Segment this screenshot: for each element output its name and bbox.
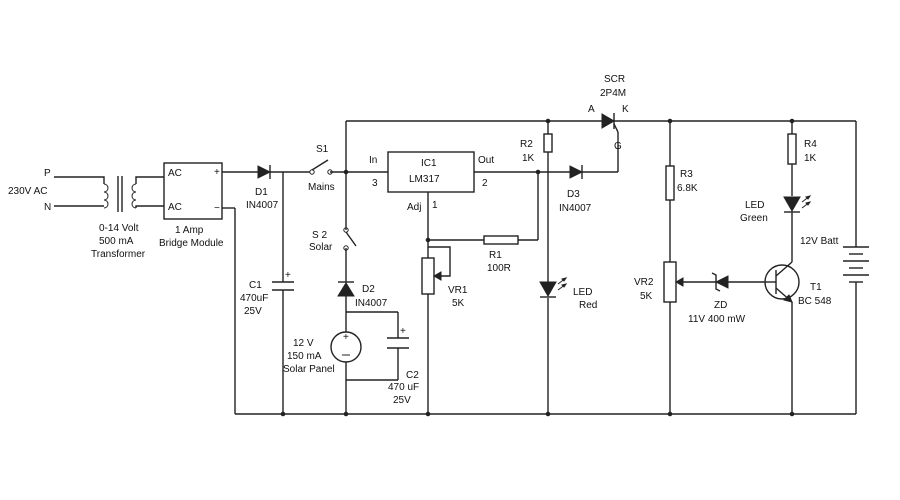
capacitor-c1: + C1 470uF 25V — [240, 270, 294, 317]
potentiometer-vr2: VR2 5K — [634, 261, 684, 303]
vr1-ref: VR1 — [448, 285, 468, 296]
t1-part: BC 548 — [798, 296, 832, 307]
potentiometer-vr1: VR1 5K — [421, 257, 468, 309]
scr-anode: A — [588, 104, 595, 115]
c1-voltage: 25V — [244, 306, 262, 317]
led-red: LED Red — [539, 277, 597, 311]
ic1-part: LM317 — [409, 174, 440, 185]
c1-plus-sign: + — [285, 270, 291, 281]
s2-label: Solar — [309, 242, 333, 253]
vr1-value: 5K — [452, 298, 465, 309]
bridge-ac-2: AC — [168, 202, 182, 213]
r2-value: 1K — [522, 153, 535, 164]
zd-rating: 11V 400 mW — [688, 314, 746, 325]
r4-value: 1K — [804, 153, 817, 164]
ic1-pin-in: In — [369, 155, 377, 166]
bridge-module: AC AC + − 1 Amp Bridge Module — [159, 162, 224, 249]
bridge-rating: 1 Amp — [175, 225, 204, 236]
r2-ref: R2 — [520, 139, 533, 150]
solar-name: Solar Panel — [283, 364, 335, 375]
scr-thyristor: SCR 2P4M A K G — [588, 74, 629, 152]
c2-plus-sign: + — [400, 326, 406, 337]
ic1-pin-2: 2 — [482, 178, 488, 189]
regulator-ic1: IC1 LM317 In Out Adj 3 2 1 — [369, 151, 494, 213]
transistor-t1: T1 BC 548 — [764, 261, 832, 307]
led-green-color: Green — [740, 213, 768, 224]
c2-ref: C2 — [406, 370, 419, 381]
vr2-value: 5K — [640, 291, 653, 302]
solar-current: 150 mA — [287, 351, 322, 362]
transformer-n-label: N — [44, 202, 51, 213]
d1-ref: D1 — [255, 187, 268, 198]
s1-ref: S1 — [316, 144, 329, 155]
bridge-ac-1: AC — [168, 168, 182, 179]
switch-s1: S1 Mains — [308, 144, 335, 193]
battery: 12V Batt — [800, 236, 869, 285]
ic1-pin-3: 3 — [372, 178, 378, 189]
scr-ref: SCR — [604, 74, 625, 85]
wiring — [222, 120, 857, 415]
r1-ref: R1 — [489, 250, 502, 261]
transformer-rating-volts: 0-14 Volt — [99, 223, 139, 234]
r3-value: 6.8K — [677, 183, 698, 194]
scr-gate: G — [614, 141, 622, 152]
d2-ref: D2 — [362, 284, 375, 295]
scr-part: 2P4M — [600, 88, 626, 99]
resistor-r3: R3 6.8K — [665, 165, 698, 201]
switch-s2: S 2 Solar — [309, 227, 357, 253]
led-green-ref: LED — [745, 200, 764, 211]
ic1-pin-1: 1 — [432, 200, 438, 211]
vr2-ref: VR2 — [634, 277, 654, 288]
zener-diode-zd: ZD 11V 400 mW — [688, 272, 746, 325]
r4-ref: R4 — [804, 139, 817, 150]
d1-part: IN4007 — [246, 200, 279, 211]
diode-d2: D2 IN4007 — [337, 281, 388, 309]
battery-label: 12V Batt — [800, 236, 839, 247]
transformer-p-label: P — [44, 168, 51, 179]
r3-ref: R3 — [680, 169, 693, 180]
bridge-plus: + — [214, 167, 220, 178]
r1-value: 100R — [487, 263, 511, 274]
led-red-ref: LED — [573, 287, 592, 298]
zd-ref: ZD — [714, 300, 727, 311]
junction-dots — [280, 118, 795, 417]
resistor-r4: R4 1K — [787, 133, 817, 165]
scr-cathode: K — [622, 104, 629, 115]
bridge-name: Bridge Module — [159, 238, 224, 249]
d3-ref: D3 — [567, 189, 580, 200]
resistor-r2: R2 1K — [520, 133, 553, 164]
transformer-input-label: 230V AC — [8, 186, 47, 197]
capacitor-c2: + C2 470 uF 25V — [387, 326, 419, 406]
c2-voltage: 25V — [393, 395, 411, 406]
s1-label: Mains — [308, 182, 335, 193]
transformer: P N 230V AC 0-14 Volt 500 mA Transformer — [8, 168, 164, 260]
bridge-minus: − — [214, 203, 220, 214]
diode-d1: D1 IN4007 — [246, 165, 279, 211]
diode-d3: D3 IN4007 — [559, 165, 592, 214]
c1-ref: C1 — [249, 280, 262, 291]
ic1-ref: IC1 — [421, 158, 437, 169]
c1-value: 470uF — [240, 293, 268, 304]
d3-part: IN4007 — [559, 203, 592, 214]
d2-part: IN4007 — [355, 298, 388, 309]
transformer-name: Transformer — [91, 249, 146, 260]
solar-voltage: 12 V — [293, 338, 314, 349]
ic1-pin-adj: Adj — [407, 202, 421, 213]
resistor-r1: R1 100R — [483, 235, 519, 274]
led-green: LED Green — [740, 195, 812, 224]
transformer-rating-current: 500 mA — [99, 236, 134, 247]
solar-panel: + 12 V 150 mA Solar Panel — [283, 331, 362, 375]
s2-ref: S 2 — [312, 230, 327, 241]
t1-ref: T1 — [810, 282, 822, 293]
solar-plus-sign: + — [343, 332, 349, 343]
led-red-color: Red — [579, 300, 597, 311]
c2-value: 470 uF — [388, 382, 419, 393]
ic1-pin-out: Out — [478, 155, 494, 166]
